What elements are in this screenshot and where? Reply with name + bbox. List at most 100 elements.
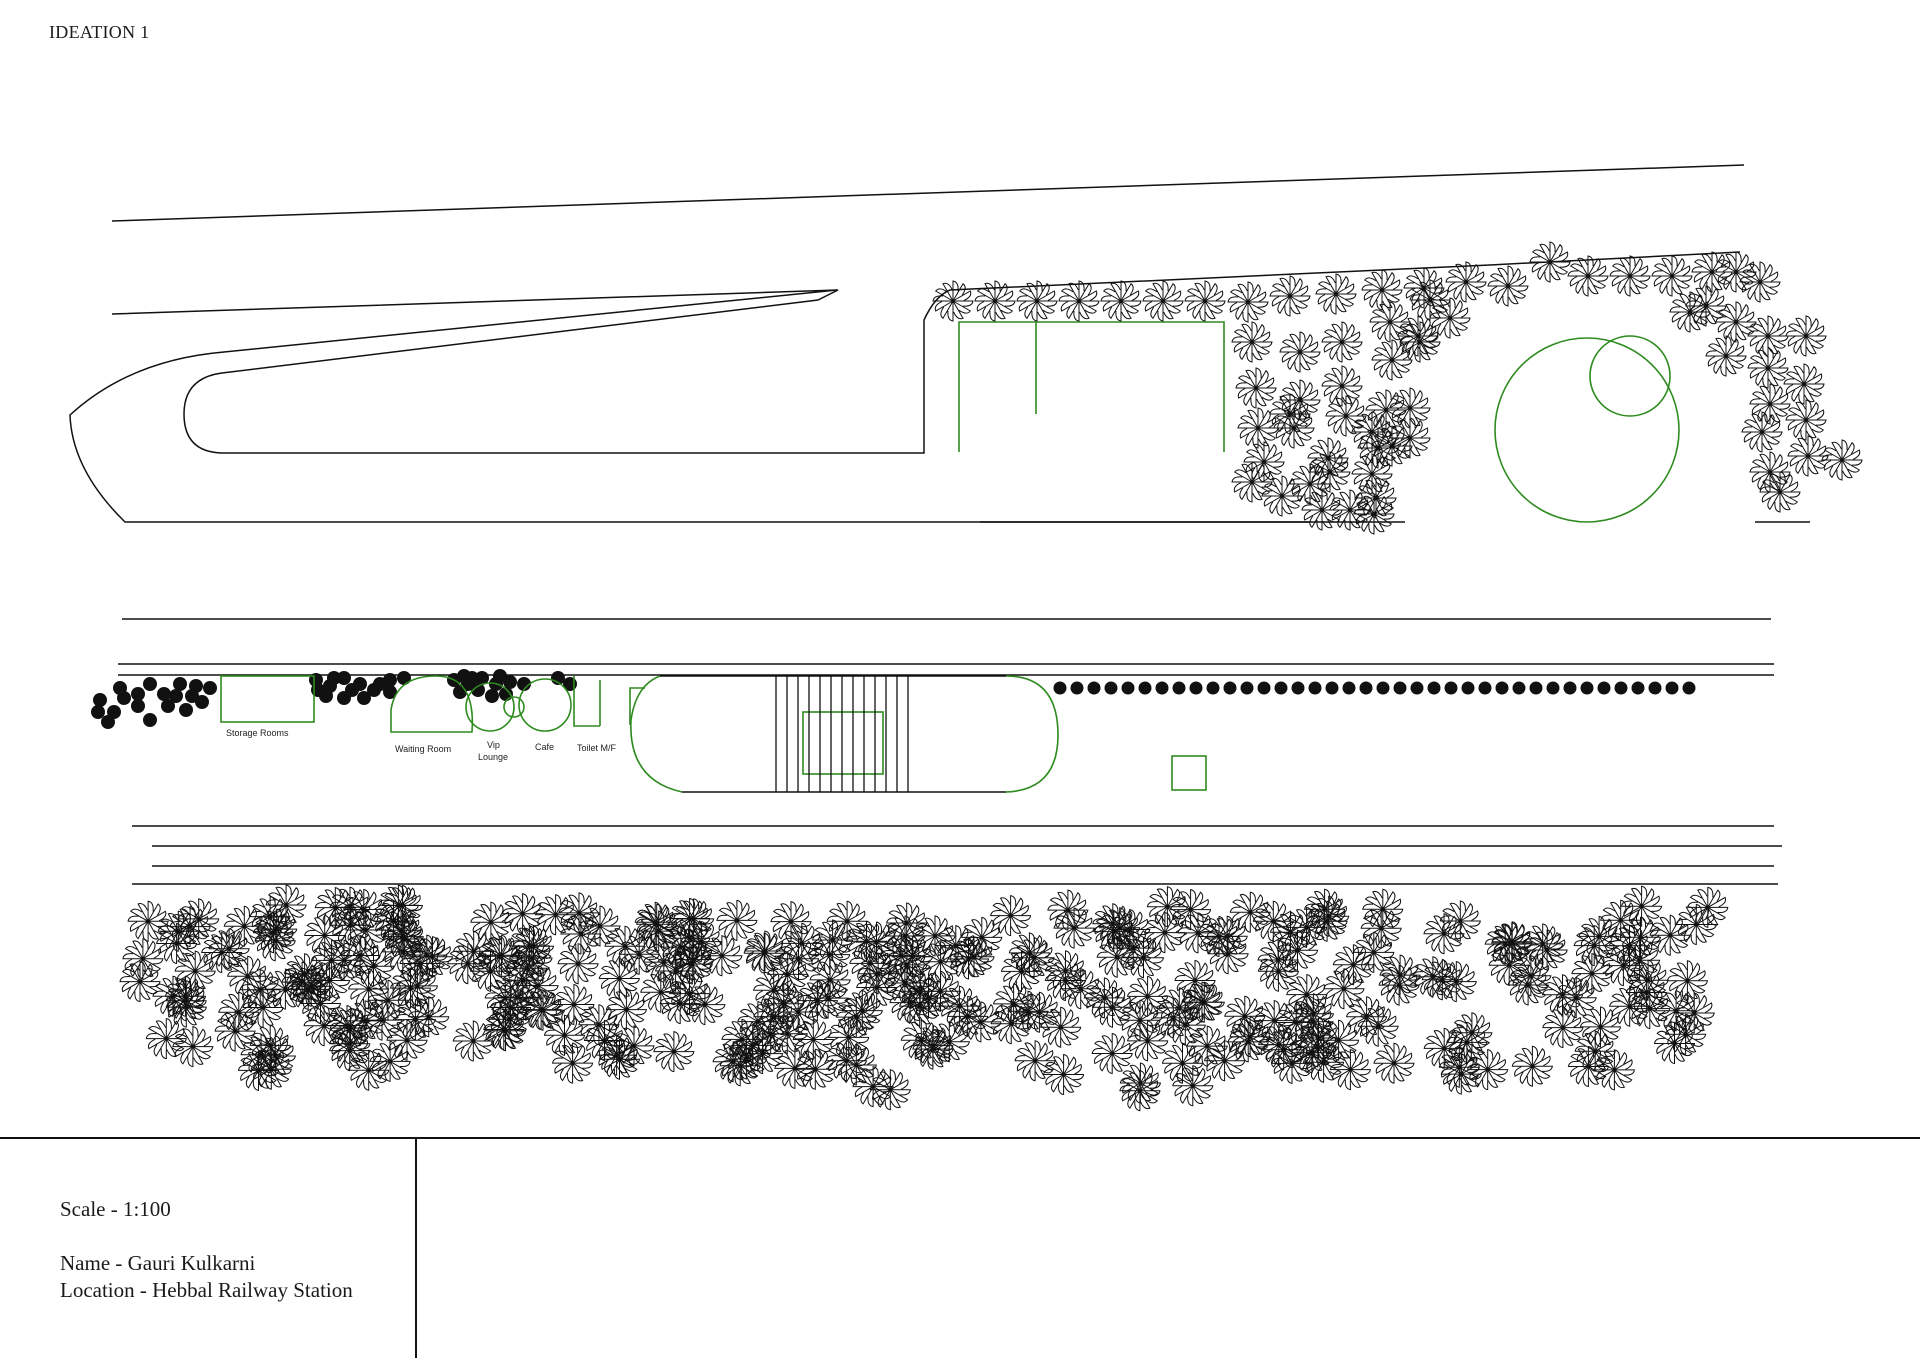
tree-symbol: [122, 938, 164, 980]
tree-symbol: [1511, 1045, 1553, 1087]
tree-symbol: [304, 914, 346, 957]
title-block-frame: [0, 1137, 1920, 1358]
planter-symbol: [1461, 681, 1475, 695]
tree-symbol: [669, 917, 711, 959]
planter-symbol: [1478, 681, 1492, 695]
label-waiting-room: Waiting Room: [395, 744, 451, 754]
planter-row: [1053, 681, 1696, 695]
tree-symbol: [1389, 417, 1431, 459]
tree-symbol: [1271, 1042, 1313, 1084]
planter-symbol: [1580, 681, 1594, 695]
tree-symbol: [506, 947, 548, 989]
tree-symbol: [1040, 1006, 1082, 1048]
tree-symbol: [1269, 393, 1311, 435]
tree-symbol: [1146, 886, 1188, 928]
tree-symbol: [329, 1030, 371, 1072]
shrub-symbol: [173, 677, 187, 691]
tree-symbol: [1206, 915, 1248, 957]
tree-symbol: [1666, 960, 1708, 1002]
planter-symbol: [1512, 681, 1526, 695]
tree-symbol: [1301, 489, 1343, 531]
tree-symbol: [777, 938, 820, 980]
tree-symbol: [1649, 914, 1691, 956]
shrub-symbol: [485, 689, 499, 703]
tree-symbol: [1747, 347, 1789, 389]
shrub-symbol: [157, 687, 171, 701]
tree-symbol: [1785, 315, 1827, 357]
tree-symbol: [1091, 1032, 1133, 1075]
tree-symbol: [1229, 891, 1271, 933]
tree-symbol: [774, 1047, 816, 1089]
tree-symbol: [1429, 297, 1471, 339]
tree-symbol: [796, 980, 838, 1022]
tree-symbol: [1243, 441, 1285, 483]
tree-symbol: [1600, 899, 1642, 941]
planter-symbol: [1665, 681, 1679, 695]
tree-symbol: [716, 899, 758, 941]
tree-symbol: [1369, 301, 1411, 343]
planter-symbol: [1597, 681, 1611, 695]
shrub-symbol: [93, 693, 107, 707]
tree-symbol: [742, 1033, 784, 1075]
tree-symbol: [1091, 986, 1134, 1028]
tree-symbol: [1058, 280, 1100, 322]
tree-symbol: [552, 1042, 594, 1084]
tree-symbol: [1412, 956, 1454, 998]
tree-symbol: [1177, 912, 1219, 954]
tree-symbol: [857, 953, 899, 995]
tree-symbol: [1439, 900, 1481, 942]
tree-symbol: [208, 928, 250, 970]
tree-symbol: [1705, 335, 1747, 377]
planter-symbol: [1376, 681, 1390, 695]
planter-symbol: [1631, 681, 1645, 695]
tree-symbol: [174, 950, 216, 992]
tree-symbol: [406, 934, 448, 976]
tree-symbol: [1306, 900, 1348, 942]
track-lines: [118, 618, 1782, 885]
tree-symbol: [640, 971, 682, 1013]
tree-symbol: [1269, 911, 1312, 953]
tree-symbol: [1353, 931, 1395, 973]
shrub-symbol: [203, 681, 217, 695]
tree-symbol: [578, 1004, 620, 1046]
tree-symbol: [254, 920, 296, 962]
tree-symbol: [1235, 367, 1277, 409]
tree-symbol: [1181, 981, 1223, 1023]
tree-symbol: [1578, 915, 1620, 957]
tree-symbol: [1044, 950, 1087, 992]
tree-symbol: [1309, 451, 1351, 493]
planter-symbol: [1342, 681, 1356, 695]
tree-symbol: [1174, 959, 1216, 1002]
planter-symbol: [1563, 681, 1577, 695]
tree-symbol: [1119, 1062, 1161, 1104]
shrub-symbol: [161, 699, 175, 713]
tree-symbol: [781, 922, 823, 964]
tree-symbol: [919, 970, 962, 1012]
tree-symbol: [1186, 1025, 1228, 1067]
tree-symbol: [1467, 1049, 1509, 1091]
planter-symbol: [1393, 681, 1407, 695]
tree-symbol: [1741, 411, 1783, 453]
tree-symbol: [1275, 1001, 1317, 1044]
planter-symbol: [1648, 681, 1662, 695]
tree-symbol: [1100, 280, 1142, 322]
tree-symbol: [172, 1026, 214, 1068]
tree-symbol: [1279, 331, 1321, 373]
tree-symbol: [1142, 280, 1184, 322]
planter-symbol: [1172, 681, 1186, 695]
planter-symbol: [1257, 681, 1271, 695]
planter-symbol: [1155, 681, 1169, 695]
tree-symbol: [1687, 886, 1729, 928]
scale-text: Scale - 1:100: [60, 1197, 171, 1221]
tree-symbol: [825, 1040, 867, 1082]
tree-symbol: [1567, 1045, 1609, 1088]
tree-symbol: [1127, 1020, 1169, 1062]
tree-symbol: [558, 892, 600, 934]
author-name: Name - Gauri Kulkarni: [60, 1251, 256, 1275]
tree-symbol: [1351, 411, 1393, 453]
tree-symbol: [1446, 1021, 1488, 1063]
tree-symbol: [1783, 363, 1825, 405]
tree-symbol: [1224, 995, 1266, 1037]
shrub-clusters: [91, 669, 577, 729]
shrub-symbol: [131, 699, 145, 713]
